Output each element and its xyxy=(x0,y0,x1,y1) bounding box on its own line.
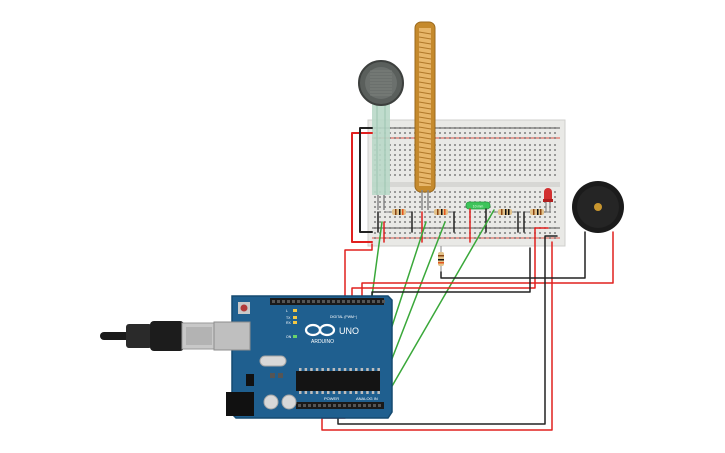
resistor-vertical[interactable] xyxy=(438,246,444,272)
temperature-sensor[interactable]: 10 mm xyxy=(465,201,491,210)
power-label: POWER xyxy=(324,396,339,401)
force-sensor[interactable] xyxy=(358,60,404,210)
arduino-uno[interactable]: ARDUINO UNO DIGITAL (PWM~) POWER ANALOG … xyxy=(213,295,393,419)
usb-port xyxy=(213,321,251,351)
resistors xyxy=(386,209,550,272)
power-jack xyxy=(226,392,254,416)
led[interactable] xyxy=(543,188,553,212)
atmega-chip xyxy=(296,371,380,391)
wire-black-left[interactable] xyxy=(359,127,373,233)
resistor-2[interactable] xyxy=(428,209,454,215)
wire-red-digital[interactable] xyxy=(351,227,549,299)
model-label: UNO xyxy=(339,326,359,336)
flex-sensor[interactable] xyxy=(414,21,436,210)
on-label: ON xyxy=(286,335,292,339)
resistor-1[interactable] xyxy=(386,209,412,215)
usb-cable[interactable] xyxy=(100,321,217,351)
temp-sensor-label: 10 mm xyxy=(473,205,484,209)
wire-red-buzzer[interactable] xyxy=(361,231,614,299)
wire-green-4[interactable] xyxy=(383,209,495,401)
arduino-logo xyxy=(304,323,336,337)
rx-label: RX xyxy=(286,321,292,325)
resistor-4[interactable] xyxy=(524,209,550,215)
resistor-3[interactable] xyxy=(492,209,518,215)
breadboard[interactable] xyxy=(367,119,566,247)
digital-label: DIGITAL (PWM~) xyxy=(330,315,357,319)
analog-label: ANALOG IN xyxy=(356,396,378,401)
l-label: L xyxy=(286,309,288,313)
piezo-buzzer[interactable] xyxy=(572,181,624,233)
brand-label: ARDUINO xyxy=(311,339,334,345)
wire-black-aref[interactable] xyxy=(371,247,531,299)
wire-black-buzzer[interactable] xyxy=(440,231,586,279)
wire-red-left[interactable] xyxy=(351,132,373,243)
tx-label: TX xyxy=(286,316,291,320)
